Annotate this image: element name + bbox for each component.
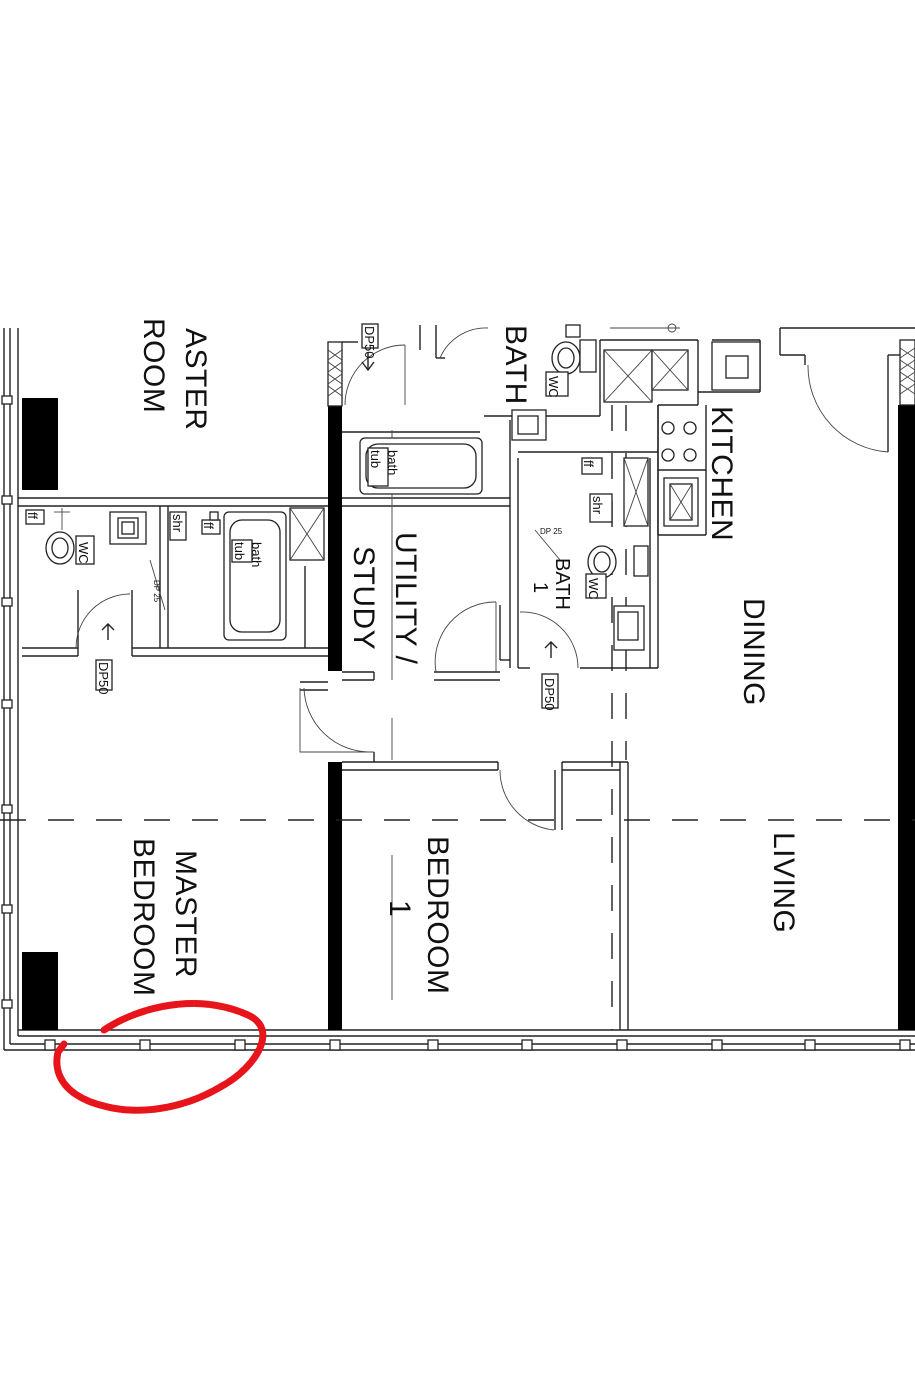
tub-label-left: tub [232, 542, 247, 560]
doors [75, 327, 889, 831]
structural-columns [22, 398, 915, 1030]
wc-label-left: WC [76, 542, 91, 564]
wc-label-top: WC [546, 376, 561, 398]
outer-walls [3, 328, 915, 1051]
room-bath-top: BATH [499, 325, 532, 405]
dp50-label-bath1: DP50 [542, 678, 557, 711]
room-dining: DINING [737, 598, 770, 706]
room-bath1-line1: BATH [551, 558, 573, 610]
dp50-label-left: DP50 [96, 662, 111, 695]
room-master-bedroom-top-line1: ASTER [179, 328, 212, 431]
hatched-columns [327, 339, 915, 407]
shr-label-bath1: shr [590, 496, 605, 515]
tub-label-top: tub [368, 450, 383, 468]
ff-label-bath1: ff [581, 460, 596, 467]
red-markup-circle [53, 1000, 267, 1114]
wc-label-bath1: WC [586, 578, 601, 600]
room-utility-study-line1: UTILITY / [389, 532, 422, 664]
dp25-label-bath1: DP 25 [540, 527, 563, 536]
room-utility-study-line2: STUDY [347, 546, 380, 650]
left-window-mullions [1, 395, 13, 1009]
room-bedroom1-line1: BEDROOM [421, 836, 454, 995]
bottom-window-mullions [44, 1039, 911, 1051]
ff-label-mid: ff [201, 522, 216, 529]
interior-walls [18, 325, 915, 1030]
dp50-label-top: DP50 [362, 326, 377, 359]
bath-label-left: bath [249, 542, 264, 567]
ff-label-left: ff [25, 512, 40, 519]
fixtures [25, 323, 761, 709]
arrows [101, 352, 558, 658]
room-master-bedroom-line2: BEDROOM [127, 838, 160, 997]
room-living: LIVING [767, 832, 800, 933]
bath-label-top: bath [385, 450, 400, 475]
room-master-bedroom-top-line2: ROOM [137, 318, 170, 413]
room-bath1-line2: 1 [529, 582, 551, 593]
shr-label-left: shr [170, 514, 185, 533]
room-kitchen: KITCHEN [705, 406, 738, 541]
fixture-labels: WC WC WC shr shr bath tub bath tub ff ff… [25, 326, 605, 711]
dp25-label-left: DP 25 [152, 580, 161, 603]
room-labels: ASTER ROOM BATH KITCHEN UTILITY / STUDY … [127, 318, 800, 997]
room-bedroom1-line2: 1 [383, 900, 416, 917]
room-master-bedroom-line1: MASTER [169, 850, 202, 978]
